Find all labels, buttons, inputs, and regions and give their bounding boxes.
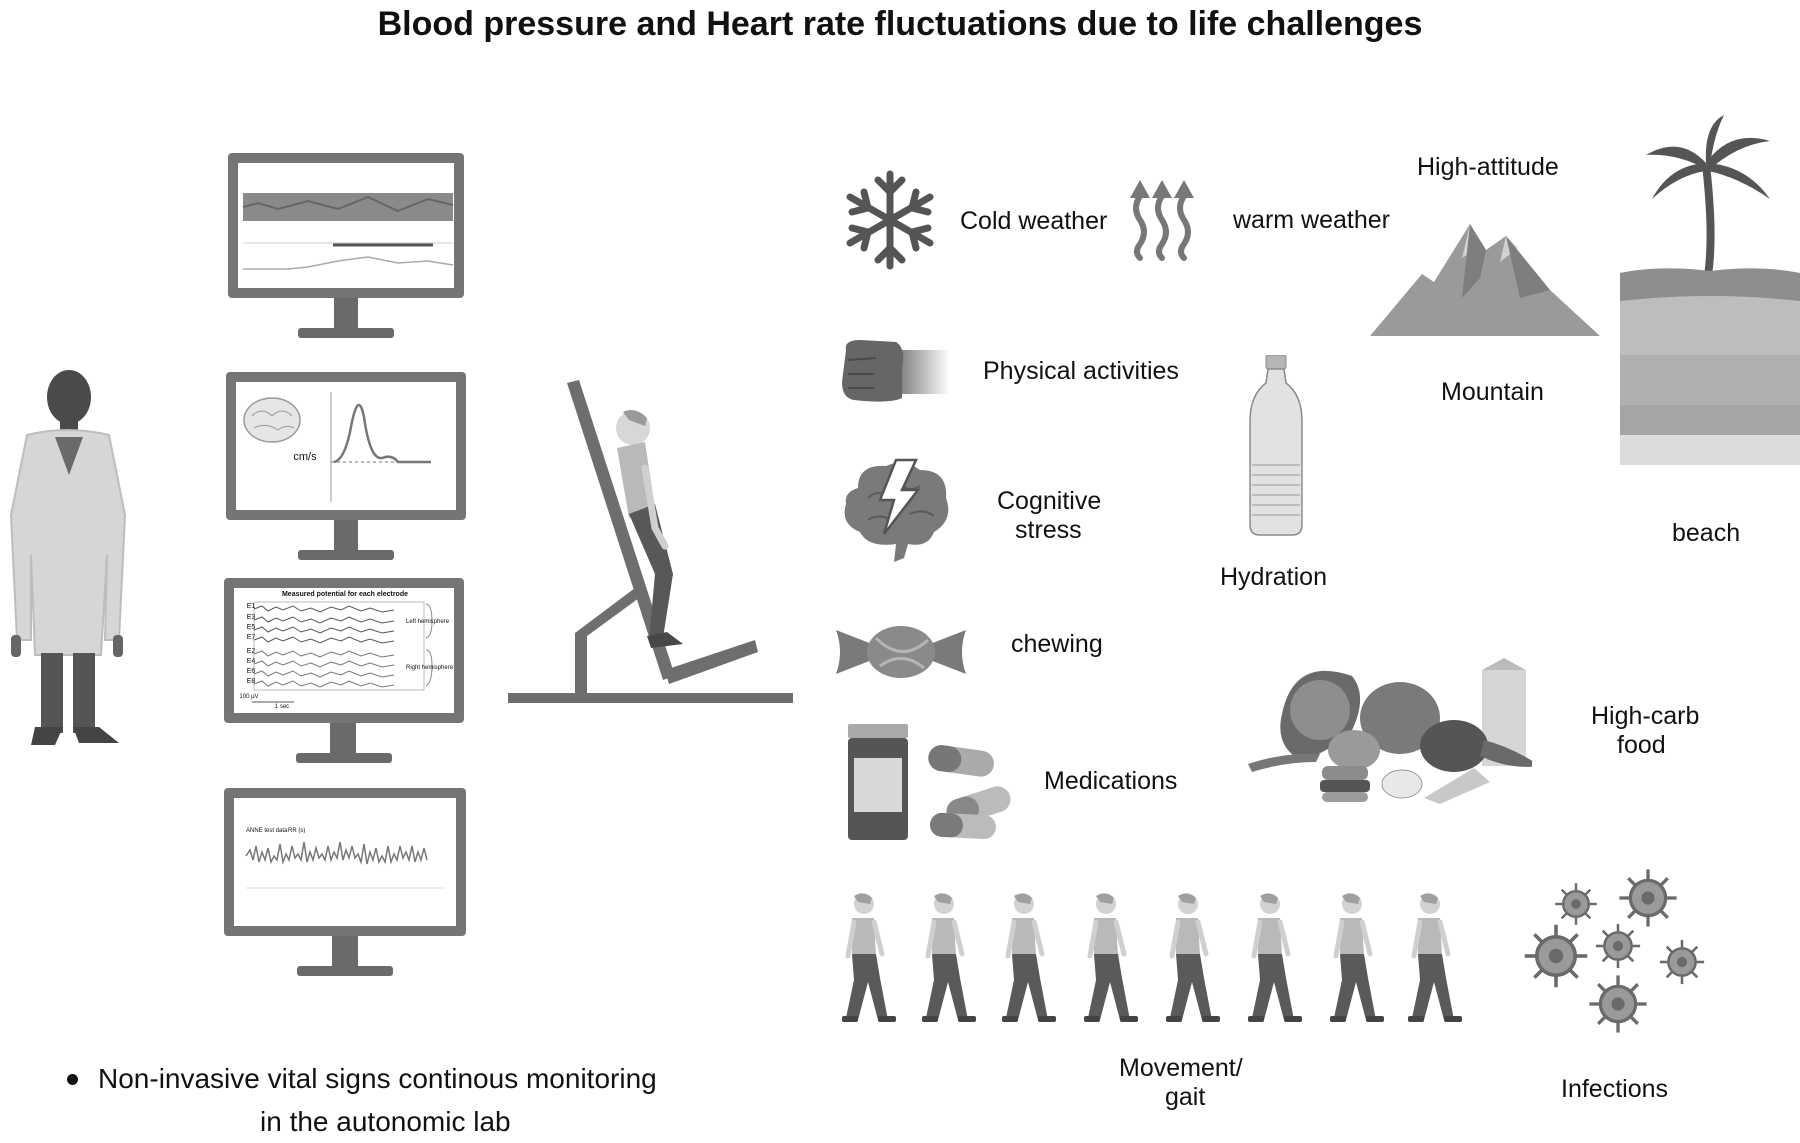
walking-sequence-icon	[836, 888, 1462, 1028]
doctor-icon	[9, 370, 127, 745]
candy-icon	[836, 626, 966, 678]
virus-icon	[1523, 867, 1706, 1035]
cognitive-label-line1: Cognitive	[997, 487, 1102, 515]
pill-bottle-icon	[848, 724, 1011, 840]
eeg-channel-E8: E8	[246, 678, 256, 685]
eeg-left-hemisphere-label: Left hemisphere	[406, 619, 450, 625]
ecg-legend-a: ANNE test data	[246, 828, 288, 834]
monitor-2-stand	[334, 520, 358, 550]
eeg-channel-E2: E2	[246, 648, 256, 655]
snowflake-icon	[846, 170, 934, 270]
heat-waves-icon	[1130, 180, 1194, 261]
monitor-eeg-icon	[224, 578, 464, 763]
medications-label: Medications	[1044, 767, 1178, 795]
eeg-channel-E7: E7	[246, 634, 256, 641]
eeg-scale-time: 1 sec	[274, 704, 290, 710]
monitor-bp-waveform-icon	[228, 153, 464, 338]
fist-icon	[842, 340, 950, 402]
eeg-channel-E1: E1	[246, 603, 256, 610]
monitor-2-base	[298, 550, 394, 560]
eeg-scale-voltage: 100 µV	[239, 694, 259, 700]
figure-title: Blood pressure and Heart rate fluctuatio…	[377, 5, 1423, 43]
tilt-table-icon	[508, 380, 793, 703]
monitor-cerebral-flow-icon	[226, 372, 466, 520]
mountain-label: Mountain	[1441, 378, 1544, 406]
beach-label: beach	[1672, 519, 1741, 547]
footer-line1: Non-invasive vital signs continous monit…	[98, 1063, 657, 1094]
chewing-label: chewing	[1011, 630, 1103, 658]
bullet-dot	[67, 1074, 78, 1085]
hydration-label: Hydration	[1220, 563, 1327, 591]
warm-weather-label: warm weather	[1233, 206, 1390, 234]
movement-label-line1: Movement/	[1119, 1054, 1243, 1082]
high-carb-label-line1: High-carb	[1591, 702, 1700, 730]
eeg-channel-E3: E3	[246, 614, 256, 621]
movement-label-line2: gait	[1165, 1083, 1206, 1111]
eeg-right-hemisphere-label: Right hemisphere	[406, 665, 454, 671]
high-altitude-label: High-attitude	[1417, 153, 1559, 181]
mountain-icon	[1370, 224, 1600, 336]
eeg-title: Measured potential for each electrode	[281, 591, 409, 598]
physical-activities-label: Physical activities	[983, 357, 1179, 385]
eeg-channel-E5: E5	[246, 624, 256, 631]
food-pile-icon	[1248, 658, 1532, 804]
eeg-channel-E6: E6	[246, 668, 256, 675]
brain-lightning-icon	[844, 458, 949, 562]
infections-label: Infections	[1561, 1075, 1669, 1103]
cold-weather-label: Cold weather	[960, 207, 1108, 235]
cognitive-label-line2: stress	[1015, 516, 1082, 544]
monitor-ecg-icon	[224, 788, 466, 976]
ecg-legend-b: RR (s)	[288, 828, 306, 834]
eeg-channel-E4: E4	[246, 658, 256, 665]
cbf-unit-label: cm/s	[293, 451, 317, 463]
water-bottle-icon	[1249, 355, 1303, 536]
high-carb-label-line2: food	[1617, 731, 1666, 759]
footer-line2: in the autonomic lab	[260, 1106, 511, 1137]
beach-palm-soil-icon	[1620, 115, 1800, 465]
